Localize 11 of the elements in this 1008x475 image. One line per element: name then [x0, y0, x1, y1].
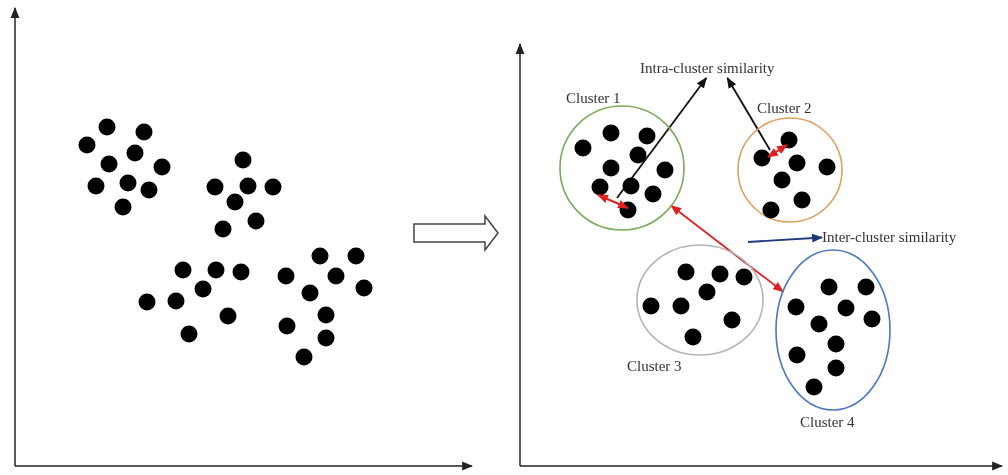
cluster-label: Cluster 1	[566, 90, 621, 106]
arrow	[747, 233, 824, 243]
similarity-label: Inter-cluster similarity	[822, 229, 957, 245]
cluster-label: Cluster 3	[627, 358, 682, 374]
similarity-label: Intra-cluster similarity	[640, 60, 775, 76]
arrow	[670, 204, 784, 293]
cluster-label: Cluster 4	[800, 414, 855, 430]
arrow	[616, 77, 708, 199]
cluster-label: Cluster 2	[757, 100, 812, 116]
arrow	[726, 77, 771, 151]
hollow-arrow	[413, 213, 499, 253]
